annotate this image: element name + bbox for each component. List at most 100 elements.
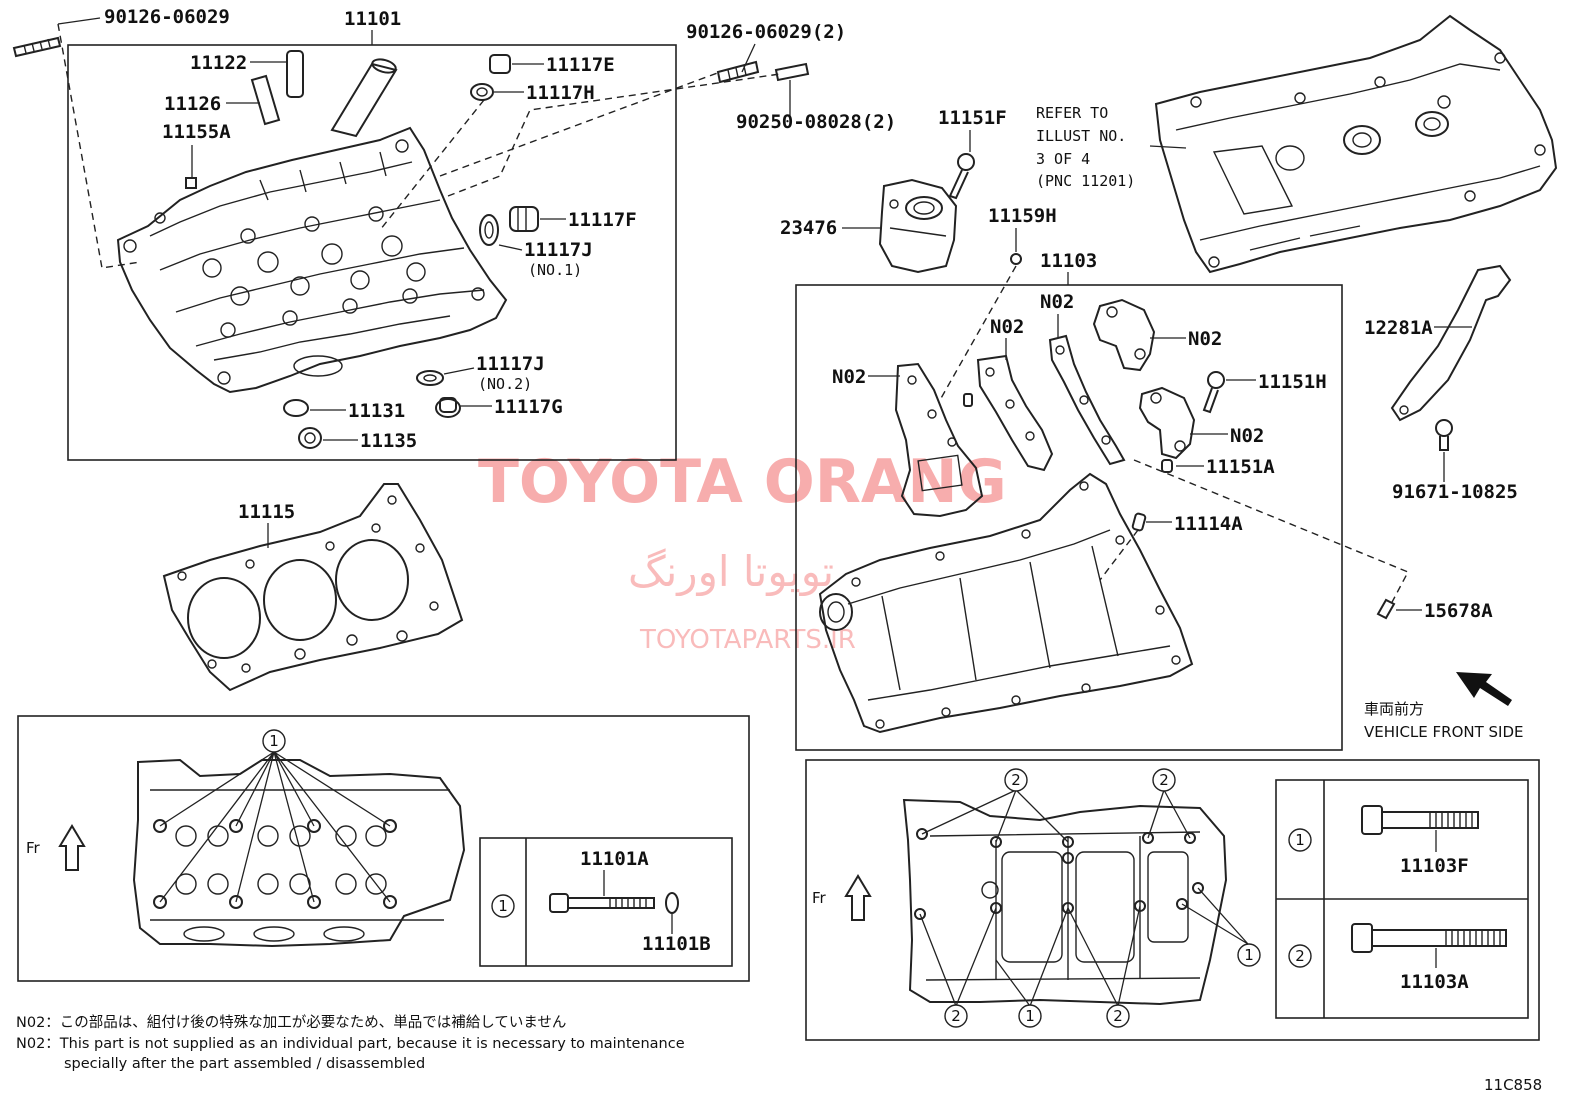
table-callout-1b: 1 xyxy=(1295,831,1305,849)
seal-11135 xyxy=(298,427,358,449)
valve-guide-11126 xyxy=(226,74,281,126)
bearing-cap-n02-d xyxy=(894,362,984,518)
watermark-latin: TOYOTA ORANG xyxy=(478,447,1007,517)
label-91671-10825: 91671-10825 xyxy=(1392,481,1518,503)
callouts-2-top: 2 2 xyxy=(921,768,1191,843)
seal-11117J-no2 xyxy=(416,367,475,386)
label-23476: 23476 xyxy=(780,217,837,239)
label-11115: 11115 xyxy=(238,501,295,523)
label-n02-d: N02 xyxy=(832,366,866,388)
label-11103: 11103 xyxy=(1040,250,1097,272)
seal-11117J-no1 xyxy=(479,214,523,251)
refer-line-4: (PNC 11201) xyxy=(1036,172,1135,190)
table-callout-2: 2 xyxy=(1295,947,1305,965)
label-15678A: 15678A xyxy=(1424,600,1493,622)
fr-left-arrow-icon xyxy=(58,824,86,871)
callout-1-head: 1 xyxy=(159,729,391,903)
vehicle-front-indicator: 車両前方 VEHICLE FRONT SIDE xyxy=(1364,672,1524,741)
bearing-cap-n02-b xyxy=(976,354,1054,472)
callout-1-d-text: 1 xyxy=(1244,946,1254,964)
plug-11117E xyxy=(489,54,544,74)
label-90126-06029: 90126-06029 xyxy=(104,6,230,28)
dash-line-f xyxy=(1099,529,1139,581)
head-bolt-box xyxy=(17,715,750,982)
watermark-site: TOYOTAPARTS.IR xyxy=(639,625,856,655)
footnotes: N02：この部品は、組付け後の特殊な加工が必要なため、単品では補給していません … xyxy=(16,1014,685,1072)
arrow-front-icon xyxy=(1456,672,1512,706)
tube-11101 xyxy=(330,58,398,138)
callout-2-a-text: 2 xyxy=(1011,771,1021,789)
label-n02-c: N02 xyxy=(1188,328,1222,350)
bolt-91671-10825 xyxy=(1435,419,1453,482)
label-11101: 11101 xyxy=(344,8,401,30)
label-11117J-no1-sub: (NO.1) xyxy=(528,261,582,279)
refer-line-2: ILLUST NO. xyxy=(1036,127,1126,145)
label-11151H: 11151H xyxy=(1258,371,1327,393)
label-11117G: 11117G xyxy=(494,396,563,418)
label-11117J-no1: 11117J xyxy=(524,239,593,261)
note-en-1: N02：This part is not supplied as an indi… xyxy=(16,1036,685,1052)
watermark-persian: تویوتا اورنگ xyxy=(628,547,834,596)
head-gasket-11115 xyxy=(162,483,464,692)
label-11117E: 11117E xyxy=(546,54,615,76)
dash-line-d xyxy=(939,265,1017,401)
bearing-cap-n02-a xyxy=(1048,334,1126,466)
label-90126-06029-2: 90126-06029(2) xyxy=(686,21,846,43)
seal-11117H xyxy=(470,83,524,101)
dash-line-b xyxy=(447,73,781,197)
pin-11151A xyxy=(1161,459,1204,473)
label-11151A: 11151A xyxy=(1206,456,1275,478)
label-11103A: 11103A xyxy=(1400,971,1469,993)
bolt-11151F xyxy=(948,153,975,200)
label-11117J-no2: 11117J xyxy=(476,353,545,375)
dash-line-e xyxy=(1133,459,1409,607)
label-11126: 11126 xyxy=(164,93,221,115)
bearing-cap-n02-c xyxy=(1092,298,1156,372)
plug-11117F xyxy=(509,206,566,232)
ladder-top-view xyxy=(902,798,1228,1006)
table-callout-1: 1 xyxy=(498,897,508,915)
fr-right: Fr xyxy=(812,889,827,907)
plate-12281A xyxy=(1390,264,1512,422)
head-top-view xyxy=(132,758,466,948)
washer-11101B xyxy=(665,892,679,934)
callouts-bottom: 2 1 2 1 xyxy=(919,887,1261,1028)
refer-note: REFER TO ILLUST NO. 3 OF 4 (PNC 11201) xyxy=(1036,104,1187,190)
label-11151F: 11151F xyxy=(938,107,1007,129)
label-11159H: 11159H xyxy=(988,205,1057,227)
bolt-11151H xyxy=(1202,371,1256,414)
valve-guide-11122 xyxy=(250,50,304,98)
label-11135: 11135 xyxy=(360,430,417,452)
fr-right-arrow-icon xyxy=(844,874,872,921)
front-jp: 車両前方 xyxy=(1364,700,1424,718)
pin-11114A xyxy=(1131,512,1172,532)
callout-2-b-text: 2 xyxy=(1159,771,1169,789)
stud-90126-06029-2 xyxy=(716,60,760,84)
bearing-cap-n02-e xyxy=(1138,386,1196,460)
ladder-frame xyxy=(818,472,1194,734)
label-11117H: 11117H xyxy=(526,82,595,104)
label-11117J-no2-sub: (NO.2) xyxy=(478,375,532,393)
dash-line-a xyxy=(439,71,721,177)
diagram-id: 11C858 xyxy=(1484,1076,1542,1094)
label-11131: 11131 xyxy=(348,400,405,422)
label-11122: 11122 xyxy=(190,52,247,74)
pin-small-a xyxy=(963,393,973,407)
pin-11155A xyxy=(185,177,197,189)
front-en: VEHICLE FRONT SIDE xyxy=(1364,723,1524,741)
callout-1-c-text: 1 xyxy=(1025,1007,1035,1025)
note-jp: N02：この部品は、組付け後の特殊な加工が必要なため、単品では補給していません xyxy=(16,1014,566,1031)
watermark: TOYOTA ORANG تویوتا اورنگ TOYOTAPARTS.IR xyxy=(478,447,1007,655)
callout-2-d-text: 2 xyxy=(1113,1007,1123,1025)
bolt-11101A xyxy=(549,893,655,913)
refer-line-1: REFER TO xyxy=(1036,104,1108,122)
head-bolt-table xyxy=(479,837,733,967)
callout-2-c-text: 2 xyxy=(951,1007,961,1025)
label-11155A: 11155A xyxy=(162,121,231,143)
label-12281A: 12281A xyxy=(1364,317,1433,339)
bolt-11103A xyxy=(1351,923,1507,968)
label-n02-a: N02 xyxy=(1040,291,1074,313)
timing-cover xyxy=(1154,14,1558,274)
seal-11131 xyxy=(283,399,346,417)
